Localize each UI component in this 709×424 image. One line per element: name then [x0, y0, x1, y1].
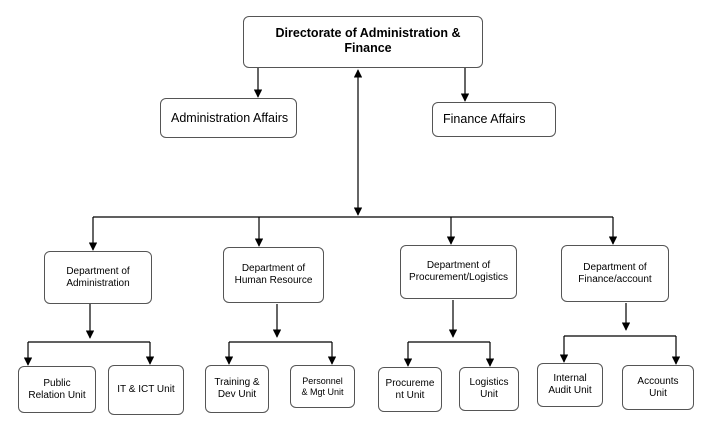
directorate-box: Directorate of Administration & Finance — [243, 16, 483, 68]
unit-it-ict-label: IT & ICT Unit — [117, 384, 175, 395]
dept-administration-label: Department of Administration — [66, 265, 130, 289]
unit-personnel-mgt-label: Personnel & Mgt Unit — [301, 375, 344, 397]
dept-human-resource-label: Department of Human Resource — [234, 263, 313, 286]
unit-it-ict-box: IT & ICT Unit — [108, 365, 184, 415]
unit-procurement-box: Procureme nt Unit — [378, 367, 442, 412]
unit-personnel-mgt-box: Personnel & Mgt Unit — [290, 365, 355, 408]
unit-procurement-label: Procureme nt Unit — [385, 377, 435, 401]
dept-administration-box: Department of Administration — [44, 251, 152, 304]
unit-public-relation-box: Public Relation Unit — [18, 366, 96, 413]
unit-accounts-box: Accounts Unit — [622, 365, 694, 410]
finance-affairs-box: Finance Affairs — [432, 102, 556, 137]
dept-human-resource-box: Department of Human Resource — [223, 247, 324, 303]
finance-affairs-label: Finance Affairs — [443, 112, 526, 126]
unit-accounts-label: Accounts Unit — [637, 375, 679, 399]
unit-training-dev-label: Training & Dev Unit — [214, 377, 260, 400]
dept-finance-box: Department of Finance/account — [561, 245, 669, 302]
dept-procurement-box: Department of Procurement/Logistics — [400, 245, 517, 299]
directorate-label: Directorate of Administration & Finance — [275, 26, 461, 55]
unit-internal-audit-box: Internal Audit Unit — [537, 363, 603, 407]
unit-logistics-box: Logistics Unit — [459, 367, 519, 411]
unit-training-dev-box: Training & Dev Unit — [205, 365, 269, 413]
dept-finance-label: Department of Finance/account — [578, 261, 652, 285]
dept-procurement-label: Department of Procurement/Logistics — [409, 260, 508, 283]
unit-internal-audit-label: Internal Audit Unit — [548, 373, 592, 396]
unit-logistics-label: Logistics Unit — [469, 377, 509, 400]
unit-public-relation-label: Public Relation Unit — [28, 377, 86, 401]
administration-affairs-label: Administration Affairs — [171, 110, 289, 125]
administration-affairs-box: Administration Affairs — [160, 98, 297, 138]
